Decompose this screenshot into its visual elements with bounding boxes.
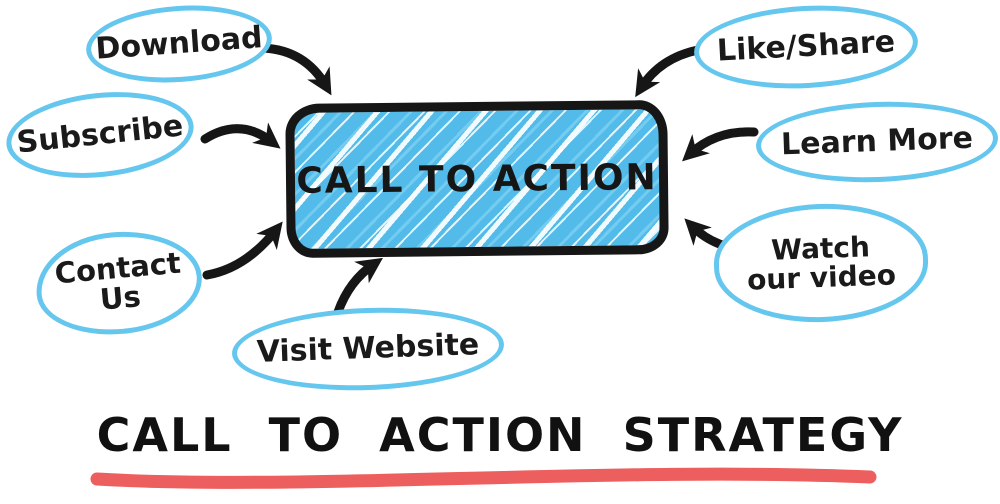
bubble-download-label: Download [94,20,264,68]
bubble-watch-our-video-label-line2: our video [746,258,897,297]
arrow-learn-more-to-center [682,127,759,162]
center-cta-box: CALL TO ACTION [285,100,669,258]
bubble-contact-us-label-line2: Us [98,279,143,317]
arrow-subscribe-to-center [200,122,281,149]
arrow-visit-website-to-center [333,257,383,317]
diagram-title: CALL TO ACTION STRATEGY [96,408,904,462]
arrow-contact-us-to-center [202,221,283,280]
arrow-like-share-to-center [635,45,703,98]
center-cta-label: CALL TO ACTION [296,156,658,202]
title-underline [90,467,877,489]
bubble-learn-more-label: Learn More [780,120,974,163]
bubble-visit-website-label: Visit Website [256,327,480,371]
bubble-subscribe-label: Subscribe [15,108,185,161]
arrow-download-to-center [258,43,332,96]
bubble-like-share-label: Like/Share [716,24,896,69]
